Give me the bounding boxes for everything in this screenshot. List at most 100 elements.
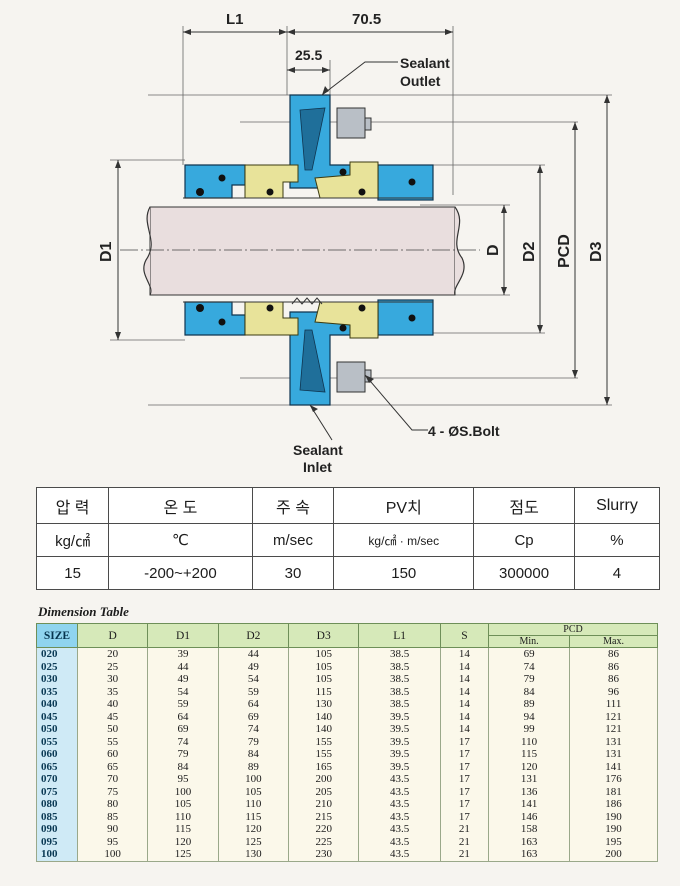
table-cell: 136 xyxy=(488,785,571,798)
label-sealant-outlet-2: Outlet xyxy=(400,73,441,89)
table-cell: 43.5 xyxy=(358,810,441,823)
table-cell: 195 xyxy=(569,835,658,848)
table-cell: 100 xyxy=(217,773,290,786)
table-cell: 200 xyxy=(288,773,360,786)
table-cell: 120 xyxy=(147,835,219,848)
spec-unit-cell: % xyxy=(573,523,661,557)
table-cell: 30 xyxy=(76,673,149,686)
table-cell: 131 xyxy=(569,735,658,748)
table-cell: 100 xyxy=(76,848,149,862)
label-sealant-inlet-1: Sealant xyxy=(293,442,343,458)
table-cell: 105 xyxy=(288,673,360,686)
table-cell: 121 xyxy=(569,710,658,723)
spec-value-cell: -200~+200 xyxy=(108,556,253,590)
table-cell: 90 xyxy=(76,823,149,836)
table-cell: 140 xyxy=(288,723,360,736)
table-cell: 141 xyxy=(488,798,571,811)
table-cell: 86 xyxy=(569,660,658,673)
table-cell: 225 xyxy=(288,835,360,848)
table-cell: 14 xyxy=(439,710,490,723)
table-cell: 115 xyxy=(147,823,219,836)
table-cell: 55 xyxy=(76,735,149,748)
table-cell: 131 xyxy=(569,748,658,761)
size-cell: 045 xyxy=(36,710,78,723)
table-cell: 84 xyxy=(217,748,290,761)
table-cell: 121 xyxy=(569,723,658,736)
operating-spec-table: 압 력 온 도 주 속 PV치 점도 Slurry kg/㎠ ℃ m/sec k… xyxy=(35,487,661,590)
table-cell: 39.5 xyxy=(358,723,441,736)
table-cell: 75 xyxy=(76,785,149,798)
col-D1: D1 xyxy=(147,623,219,648)
table-cell: 111 xyxy=(569,698,658,711)
table-cell: 54 xyxy=(147,685,219,698)
table-cell: 21 xyxy=(439,823,490,836)
table-cell: 125 xyxy=(147,848,219,862)
table-cell: 50 xyxy=(76,723,149,736)
size-cell: 060 xyxy=(36,748,78,761)
spec-header-cell: 주 속 xyxy=(251,487,335,524)
table-cell: 95 xyxy=(76,835,149,848)
table-cell: 65 xyxy=(76,760,149,773)
table-cell: 110 xyxy=(147,810,219,823)
table-cell: 14 xyxy=(439,660,490,673)
table-cell: 110 xyxy=(217,798,290,811)
size-cell: 080 xyxy=(36,798,78,811)
table-cell: 38.5 xyxy=(358,698,441,711)
spec-header-cell: 온 도 xyxy=(108,487,253,524)
table-cell: 38.5 xyxy=(358,685,441,698)
table-cell: 17 xyxy=(439,760,490,773)
table-cell: 99 xyxy=(488,723,571,736)
col-S: S xyxy=(439,623,490,648)
spec-unit-cell: kg/㎠ xyxy=(35,523,110,557)
spec-value-cell: 30 xyxy=(251,556,335,590)
table-cell: 155 xyxy=(288,735,360,748)
table-cell: 181 xyxy=(569,785,658,798)
table-cell: 21 xyxy=(439,848,490,862)
table-cell: 17 xyxy=(439,798,490,811)
table-cell: 100 xyxy=(147,785,219,798)
table-cell: 163 xyxy=(488,848,571,862)
table-cell: 38.5 xyxy=(358,673,441,686)
table-cell: 163 xyxy=(488,835,571,848)
table-cell: 49 xyxy=(147,673,219,686)
table-cell: 200 xyxy=(569,848,658,862)
table-cell: 141 xyxy=(569,760,658,773)
seal-lower-half xyxy=(183,297,434,406)
size-cell: 025 xyxy=(36,660,78,673)
table-cell: 43.5 xyxy=(358,835,441,848)
table-cell: 39.5 xyxy=(358,710,441,723)
table-cell: 85 xyxy=(76,810,149,823)
col-D3: D3 xyxy=(288,623,360,648)
extension-lines xyxy=(110,94,612,406)
size-cell: 085 xyxy=(36,810,78,823)
label-L1: L1 xyxy=(226,11,244,28)
table-cell: 14 xyxy=(439,673,490,686)
col-PCD: PCD xyxy=(488,623,658,636)
table-cell: 115 xyxy=(488,748,571,761)
table-cell: 230 xyxy=(288,848,360,862)
table-cell: 105 xyxy=(288,647,360,661)
table-cell: 105 xyxy=(147,798,219,811)
table-cell: 190 xyxy=(569,810,658,823)
spec-value-row: 15 -200~+200 30 150 300000 4 xyxy=(35,556,661,590)
label-25-5: 25.5 xyxy=(295,47,322,63)
label-70-5: 70.5 xyxy=(352,11,381,28)
table-cell: 54 xyxy=(217,673,290,686)
table-cell: 59 xyxy=(147,698,219,711)
shaft xyxy=(120,206,480,296)
col-PCD-max: Max. xyxy=(569,635,658,648)
spec-header-cell: Slurry xyxy=(573,487,661,524)
col-PCD-min: Min. xyxy=(488,635,571,648)
table-cell: 70 xyxy=(76,773,149,786)
table-cell: 79 xyxy=(217,735,290,748)
table-cell: 35 xyxy=(76,685,149,698)
table-cell: 39.5 xyxy=(358,748,441,761)
